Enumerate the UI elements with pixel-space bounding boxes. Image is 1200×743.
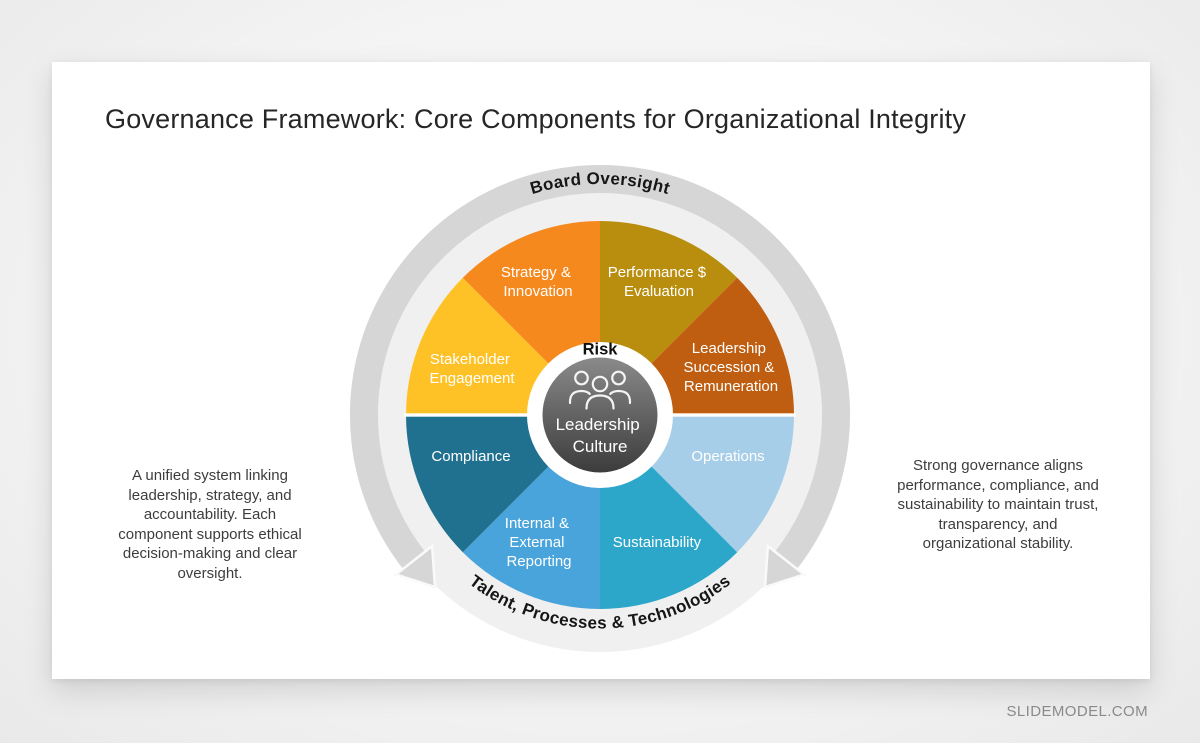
ring-arrow-left [349, 164, 605, 569]
center-label: Leadership Culture [556, 415, 645, 456]
people-group-icon [568, 370, 632, 410]
page-title: Governance Framework: Core Components fo… [105, 104, 967, 134]
risk-label: Risk [583, 341, 619, 359]
watermark-text: SLIDEMODEL.COM [1006, 703, 1148, 720]
segment-label-strategy-innovation: Strategy & Innovation [501, 264, 575, 300]
right-description-text: Strong governance aligns performance, co… [897, 457, 1099, 552]
governance-wheel-diagram: Performance $ Evaluation Leadership Succ… [349, 164, 851, 652]
left-description-text: A unified system linking leadership, str… [118, 467, 302, 582]
segment-label-sustainability: Sustainability [613, 534, 702, 551]
segment-label-internal-external-reporting: Internal & External Reporting [505, 515, 573, 570]
segment-label-performance-evaluation: Performance $ Evaluation [608, 264, 711, 300]
ring-arrowhead-left-icon [393, 543, 437, 589]
slide-canvas: Governance Framework: Core Components fo… [52, 62, 1150, 679]
segment-label-operations: Operations [691, 448, 764, 465]
center-circle [542, 357, 658, 473]
ring-arrow-right [595, 164, 851, 569]
ring-arrowhead-right-icon [763, 543, 807, 589]
segment-label-compliance: Compliance [431, 448, 510, 465]
segment-label-leadership-succession-remuneration: Leadership Succession & Remuneration [683, 340, 778, 395]
segment-label-stakeholder-engagement: Stakeholder Engagement [429, 351, 515, 387]
